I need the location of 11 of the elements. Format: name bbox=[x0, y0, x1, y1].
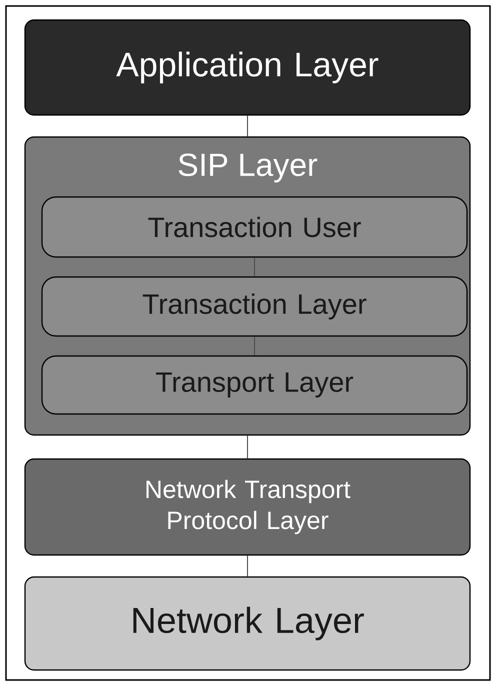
layer-box: Application Layer bbox=[24, 19, 471, 116]
sublayer-box: Transaction Layer bbox=[41, 276, 468, 337]
sublayer-box: Transport Layer bbox=[41, 355, 468, 415]
connector-line bbox=[247, 435, 248, 459]
connector-line bbox=[254, 336, 255, 356]
sublayer-box: Transaction User bbox=[41, 196, 468, 258]
connector-line bbox=[247, 115, 248, 137]
layer-box: Network Layer bbox=[24, 576, 471, 671]
layer-box: Network Transport Protocol Layer bbox=[24, 458, 471, 556]
connector-line bbox=[247, 555, 248, 577]
connector-line bbox=[254, 257, 255, 277]
